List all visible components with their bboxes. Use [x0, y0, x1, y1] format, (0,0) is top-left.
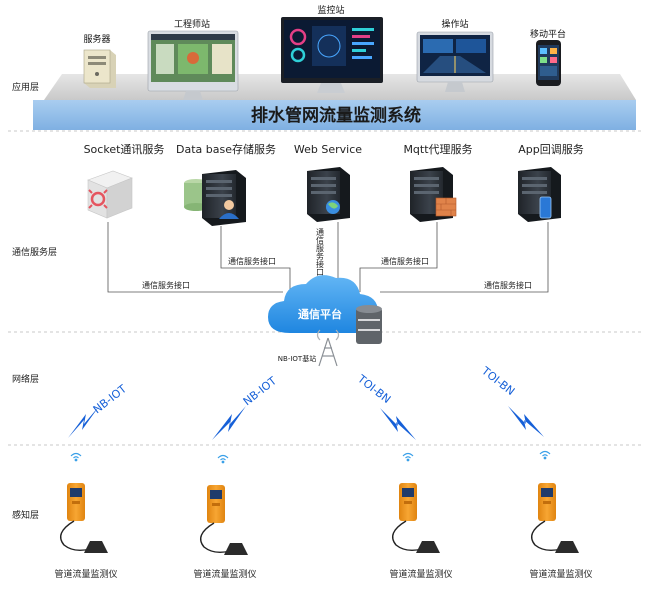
database-server-icon: [184, 170, 246, 226]
flow-meter-icon: [531, 483, 579, 553]
flow-meter-screen: [70, 488, 82, 497]
station-label-monitor: 监控站: [317, 4, 344, 16]
flow-meter-icon: [200, 485, 248, 555]
cloud-label: 通信平台: [298, 307, 342, 321]
flow-meter-label-plate: [212, 503, 220, 506]
display-icon: [416, 31, 494, 92]
flow-meter-sensor: [555, 541, 579, 553]
flow-meter-cable: [531, 520, 562, 552]
station-label-server: 服务器: [83, 33, 110, 45]
flow-meter-icon: [392, 483, 440, 553]
monitor-icon: [281, 17, 383, 93]
flow-meter-label-plate: [543, 501, 551, 504]
service-label-database: Data base存储服务: [176, 142, 276, 156]
flow-meter-sensor: [416, 541, 440, 553]
link-label-1: NB-IOT: [91, 382, 129, 416]
flow-meter-cable: [392, 520, 423, 552]
mobile-server-icon: [518, 167, 561, 222]
imac-icon: [147, 30, 239, 100]
link-label-2: NB-IOT: [241, 374, 279, 408]
flow-meter-cable: [60, 520, 91, 552]
connection-lines: [107, 222, 549, 293]
link-label-3: TOI-BN: [354, 372, 393, 406]
web-server-icon: [307, 167, 350, 222]
station-label-engineer: 工程师站: [174, 18, 210, 30]
interface-label-left-inner: 通信服务接口: [228, 256, 276, 266]
layer-label-communication: 通信服务层: [12, 246, 57, 258]
flow-meter-icon: [60, 483, 108, 553]
flow-meter-screen: [541, 488, 553, 497]
device-label-4: 管道流量监测仪: [529, 568, 592, 580]
flow-meter-cable: [200, 522, 231, 554]
layer-label-perception: 感知层: [12, 509, 39, 521]
service-label-web: Web Service: [294, 143, 362, 156]
device-label-2: 管道流量监测仪: [193, 568, 256, 580]
flow-meter-label-plate: [72, 501, 80, 504]
layer-label-application: 应用层: [12, 81, 39, 93]
station-label-operator: 操作站: [441, 18, 468, 30]
flow-meter-screen: [210, 490, 222, 499]
system-banner: [33, 100, 636, 130]
device-label-3: 管道流量监测仪: [389, 568, 452, 580]
socket-cube-icon: [87, 170, 133, 219]
base-station-label: NB-IOT基站: [278, 354, 316, 363]
service-label-app: App回调服务: [518, 143, 584, 156]
layer-separators: [8, 130, 642, 446]
layer-label-network: 网络层: [12, 373, 39, 385]
flow-meter-sensor: [224, 543, 248, 555]
service-label-mqtt: Mqtt代理服务: [403, 143, 472, 156]
firewall-server-icon: [410, 167, 457, 222]
interface-label-left-outer: 通信服务接口: [142, 280, 190, 290]
flow-meter-screen: [402, 488, 414, 497]
flow-meter-sensor: [84, 541, 108, 553]
devices-group: [60, 483, 579, 555]
phone-icon: [536, 40, 561, 86]
cloud-icon: 通信平台: [268, 275, 378, 333]
lightning-icon: [68, 405, 544, 440]
interface-label-right-outer: 通信服务接口: [484, 280, 532, 290]
storage-cylinder-icon: [356, 305, 382, 344]
wifi-signal-icons: [70, 450, 551, 464]
server-tower-icon: [83, 49, 116, 88]
link-label-4: TOI-BN: [478, 364, 517, 398]
antenna-tower-icon: [316, 329, 340, 367]
service-label-socket: Socket通讯服务: [84, 143, 165, 156]
system-title: 排水管网流量监测系统: [251, 105, 421, 126]
station-label-mobile: 移动平台: [530, 28, 566, 40]
device-label-1: 管道流量监测仪: [54, 568, 117, 580]
interface-label-center: 通信服务接口: [316, 227, 325, 276]
flow-meter-label-plate: [404, 501, 412, 504]
interface-label-right-inner: 通信服务接口: [381, 256, 429, 266]
